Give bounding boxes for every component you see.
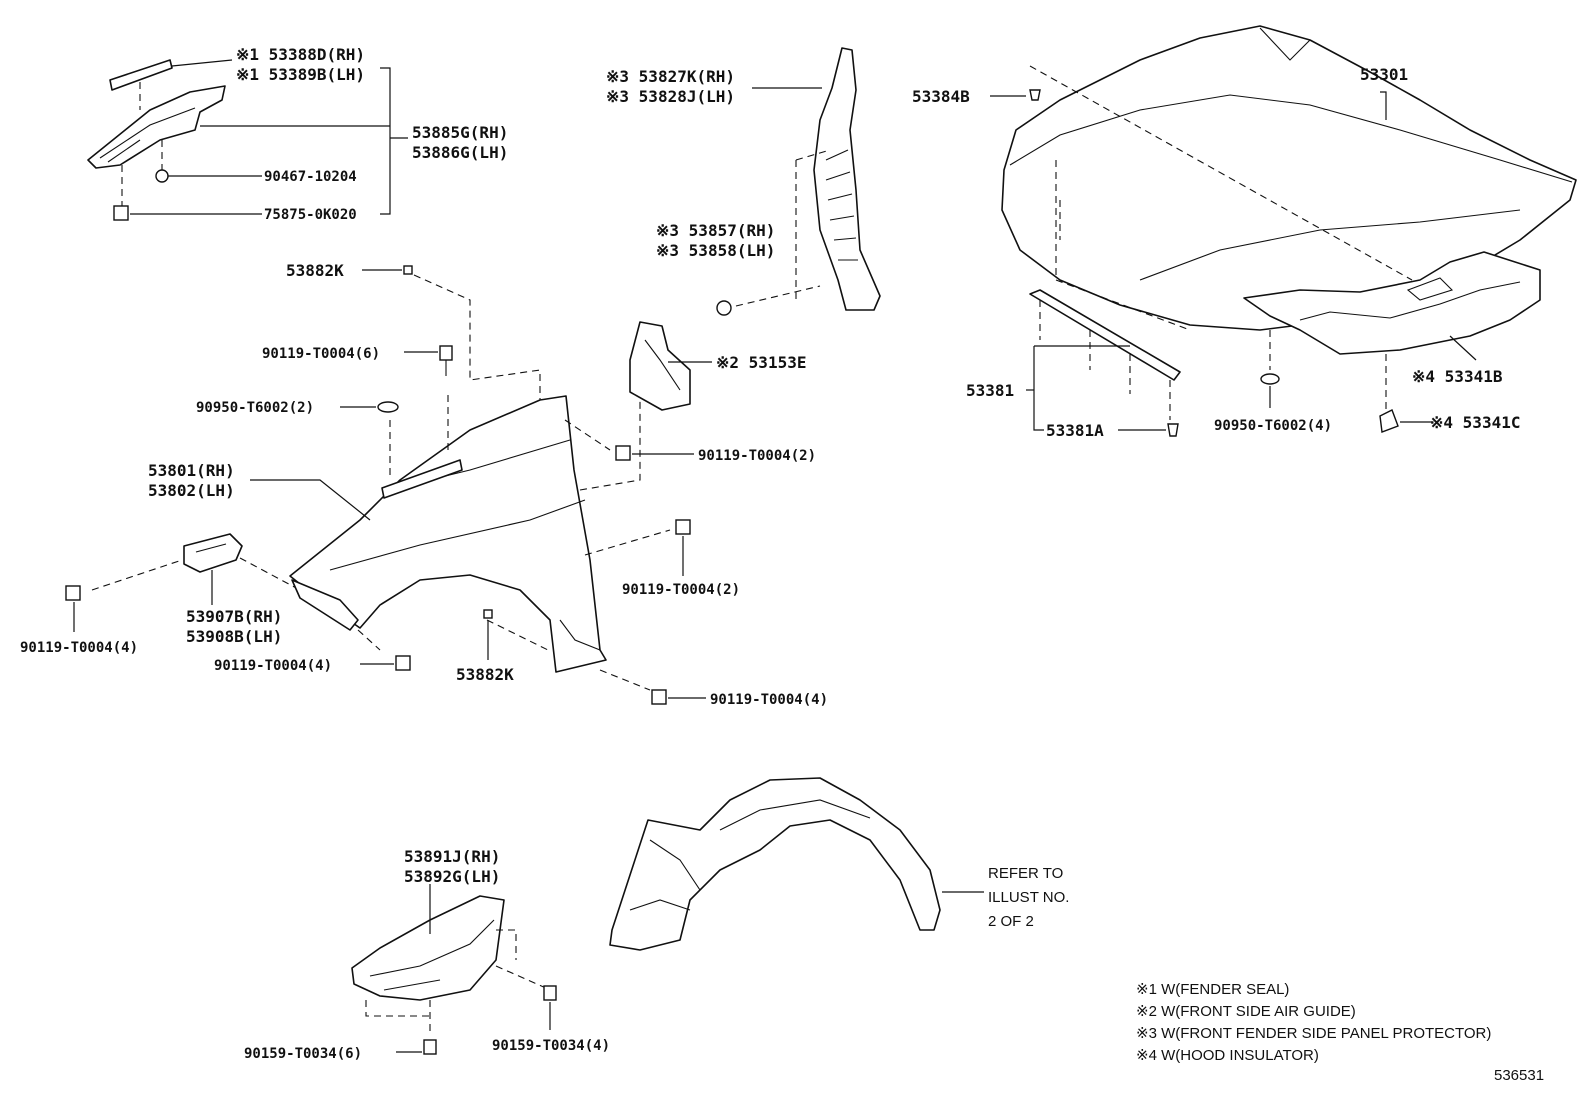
side-panel-protector-group	[716, 47, 881, 316]
legend: ※1 W(FENDER SEAL) ※2 W(FRONT SIDE AIR GU…	[1136, 981, 1491, 1064]
clip-53882K-top-part	[403, 265, 413, 275]
callout-90119-4-left: 90119-T0004(4)	[20, 640, 138, 656]
callout-90119-6: 90119-T0004(6)	[262, 346, 380, 362]
illustration-id: 536531	[1494, 1067, 1544, 1084]
callout-53801: 53801(RH)	[148, 461, 235, 480]
callout-53882K-top: 53882K	[286, 261, 344, 280]
liner-bracket-part	[351, 895, 505, 1001]
clip-53341C-part	[1379, 409, 1399, 433]
refer-line-3: 2 OF 2	[988, 913, 1034, 930]
clip-53384B-part	[1029, 89, 1041, 101]
callout-90950-2: 90950-T6002(2)	[196, 400, 314, 416]
callout-90119-2-mid: 90119-T0004(2)	[698, 448, 816, 464]
callout-53858: ※3 53858(LH)	[656, 241, 775, 260]
side-panel-protector-part	[813, 47, 881, 311]
fender-bracket-53907-group	[91, 533, 301, 605]
bolt-90119-mid-part	[615, 445, 631, 461]
callout-labels: ※1 53388D(RH) ※1 53389B(LH) 53885G(RH) 5…	[20, 45, 1520, 1062]
callout-75875: 75875-0K020	[264, 207, 357, 223]
callout-53384B: 53384B	[912, 87, 970, 106]
front-fender-group	[289, 274, 671, 691]
fender-liner-part	[609, 777, 941, 951]
legend-note-2: ※2 W(FRONT SIDE AIR GUIDE)	[1136, 1003, 1356, 1020]
callout-90119-4-bottom: 90119-T0004(4)	[214, 658, 332, 674]
clip-side-protector-part	[716, 300, 732, 316]
clip-75875-part	[113, 205, 129, 221]
callout-53892G: 53892G(LH)	[404, 867, 500, 886]
callout-53341C: ※4 53341C	[1430, 413, 1520, 432]
fender-lower-brace-part	[291, 579, 359, 631]
callout-53827K: ※3 53827K(RH)	[606, 67, 735, 86]
callout-53341B: ※4 53341B	[1412, 367, 1503, 386]
fender-bracket-53907-part	[183, 533, 243, 573]
refer-line-1: REFER TO	[988, 865, 1063, 882]
callout-90159-4: 90159-T0034(4)	[492, 1038, 610, 1054]
bolt-90119-lower-part	[651, 689, 667, 705]
clip-53381A-part	[1167, 423, 1179, 437]
hood-group	[1001, 25, 1577, 331]
callout-53885G: 53885G(RH)	[412, 123, 508, 142]
bolt-90119-left-part	[65, 585, 81, 601]
liner-bracket-group	[351, 884, 557, 1055]
bolt-90119-right-part	[675, 519, 691, 535]
callout-90119-4-lower: 90119-T0004(4)	[710, 692, 828, 708]
callout-90119-2-right: 90119-T0004(2)	[622, 582, 740, 598]
callout-53153E: ※2 53153E	[716, 353, 806, 372]
callout-53882K-bottom: 53882K	[456, 665, 514, 684]
callout-53301: 53301	[1360, 65, 1408, 84]
callout-53388D: ※1 53388D(RH)	[236, 45, 365, 64]
clip-90467-part	[155, 169, 169, 183]
callout-53886G: 53886G(LH)	[412, 143, 508, 162]
hood-panel-part	[1001, 25, 1577, 331]
legend-note-3: ※3 W(FRONT FENDER SIDE PANEL PROTECTOR)	[1136, 1025, 1491, 1042]
air-guide-part	[629, 321, 691, 411]
callout-53389B: ※1 53389B(LH)	[236, 65, 365, 84]
callout-53907B: 53907B(RH)	[186, 607, 282, 626]
air-guide-group	[629, 321, 712, 411]
hood-insulator-part	[1243, 251, 1541, 355]
legend-note-1: ※1 W(FENDER SEAL)	[1136, 981, 1289, 998]
bolt-90159-right-part	[543, 985, 557, 1001]
callout-53857: ※3 53857(RH)	[656, 221, 775, 240]
fender-liner-group	[609, 777, 984, 951]
callout-53891J: 53891J(RH)	[404, 847, 500, 866]
callout-90159-6: 90159-T0034(6)	[244, 1046, 362, 1062]
callout-90950-4: 90950-T6002(4)	[1214, 418, 1332, 434]
bolts	[65, 265, 691, 705]
hood-seal-part	[1029, 289, 1181, 381]
refer-line-2: ILLUST NO.	[988, 889, 1069, 906]
bolt-90159-bottom-part	[423, 1039, 437, 1055]
refer-note: REFER TO ILLUST NO. 2 OF 2	[988, 865, 1069, 930]
fender-seal-group	[87, 59, 408, 221]
bolt-90119-top-part	[439, 345, 453, 361]
fender-seal-part	[109, 59, 173, 91]
clip-53882K-bottom-part	[483, 609, 493, 619]
washer-90950-hood-part	[1260, 373, 1280, 385]
legend-note-4: ※4 W(HOOD INSULATOR)	[1136, 1047, 1319, 1064]
callout-53828J: ※3 53828J(LH)	[606, 87, 735, 106]
bolt-90119-bottom-part	[395, 655, 411, 671]
fender-upper-flange	[381, 459, 463, 499]
callout-53908B: 53908B(LH)	[186, 627, 282, 646]
callout-53381: 53381	[966, 381, 1014, 400]
fender-bracket-part	[87, 85, 226, 169]
callout-53381A: 53381A	[1046, 421, 1104, 440]
washer-90950-part	[377, 401, 399, 413]
callout-90467: 90467-10204	[264, 169, 357, 185]
front-fender-part	[289, 395, 607, 673]
hood-seal-group	[990, 89, 1181, 437]
hood-insulator-group	[1243, 251, 1541, 433]
callout-53802: 53802(LH)	[148, 481, 235, 500]
